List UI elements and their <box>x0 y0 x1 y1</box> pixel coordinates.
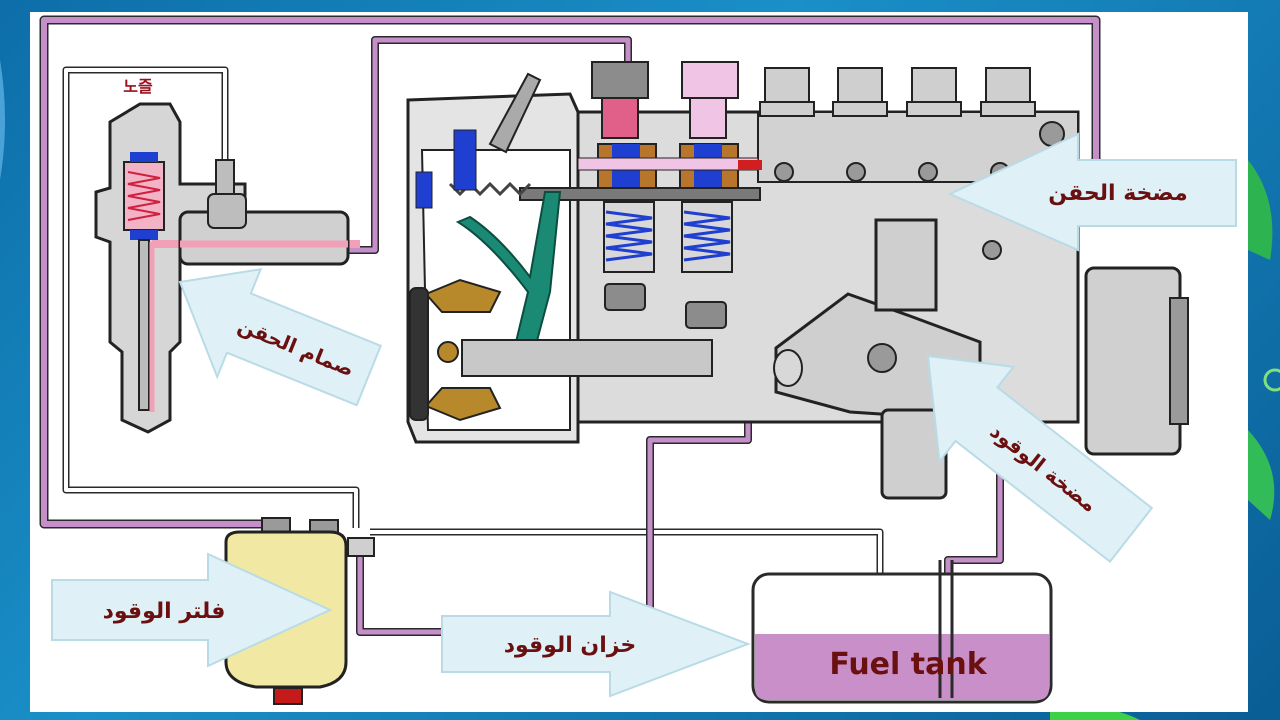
fuel-reservoir-arrow: خزان الوقود <box>441 590 751 698</box>
flyweights <box>424 278 502 422</box>
injection-pump-label: مضخة الحقن <box>1048 181 1187 206</box>
injector-nozzle: 노즐 <box>94 77 360 434</box>
governor-lever <box>455 191 562 368</box>
delivery-valve-holders <box>759 67 1036 117</box>
nozzle-label: 노즐 <box>123 77 153 96</box>
fuel-injection-system-diagram: Fuel tank 노즐 <box>39 15 1237 705</box>
fuel-tank-label: Fuel tank <box>829 647 987 682</box>
injection-pump <box>406 61 1189 500</box>
fuel-filter-arrow: فلتر الوقود <box>51 552 333 668</box>
diagram-panel: Fuel tank 노즐 <box>30 12 1248 712</box>
fuel-filter-label: فلتر الوقود <box>103 599 226 624</box>
injection-pump-arrow: مضخة الحقن <box>947 132 1237 252</box>
injection-valve-arrow: صمام الحقن <box>178 268 383 407</box>
fuel-reservoir-label: خزان الوقود <box>504 633 637 658</box>
fuel-tank: Fuel tank <box>751 560 1053 704</box>
